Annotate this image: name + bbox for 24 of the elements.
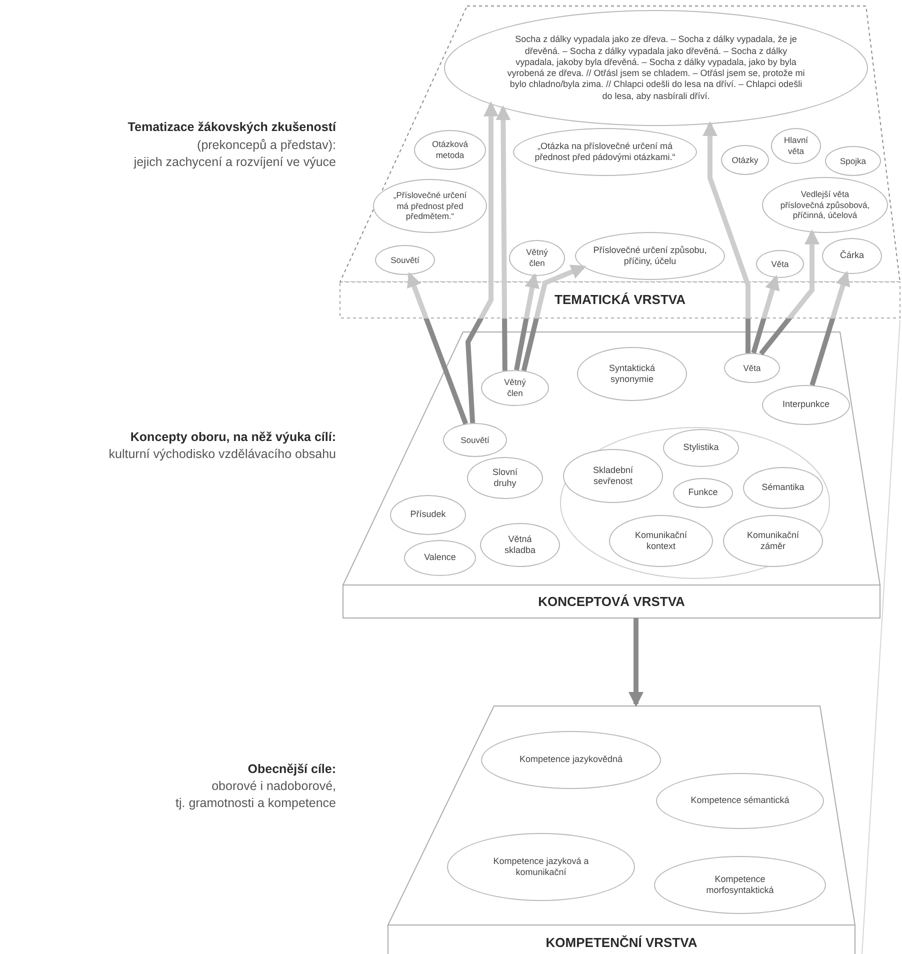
arrow [465,101,498,424]
layer-title: KONCEPTOVÁ VRSTVA [537,594,686,608]
layer-description: tj. gramotnosti a kompetence [174,796,336,810]
grouping-ellipse [560,427,830,579]
layer-heading: Koncepty oboru, na něž výuka cílí: [129,430,336,444]
layer-description: oborové i nadoborové, [210,779,336,793]
layer-plane [338,4,902,318]
layer-description: kulturní východisko vzdělávacího obsahu [108,447,336,461]
arrow [521,264,586,372]
layer-description: jejich zachycení a rozvíjení ve výuce [132,155,336,169]
arrow [496,105,511,371]
arrow [628,618,644,707]
layer-title: KOMPETENČNÍ VRSTVA [544,934,698,950]
arrow [751,274,780,354]
arrow [702,121,750,354]
arrow [810,270,850,386]
layer-title: TEMATICKÁ VRSTVA [554,292,686,307]
layer-heading: Obecnější cíle: [246,762,336,776]
arrow [759,229,820,356]
layer-heading: Tematizace žákovských zkušeností [126,120,336,134]
arrow [514,272,540,370]
layer-plane [386,704,858,954]
layer-description: (prekoncepů a představ): [196,138,336,152]
arrow [407,272,468,425]
